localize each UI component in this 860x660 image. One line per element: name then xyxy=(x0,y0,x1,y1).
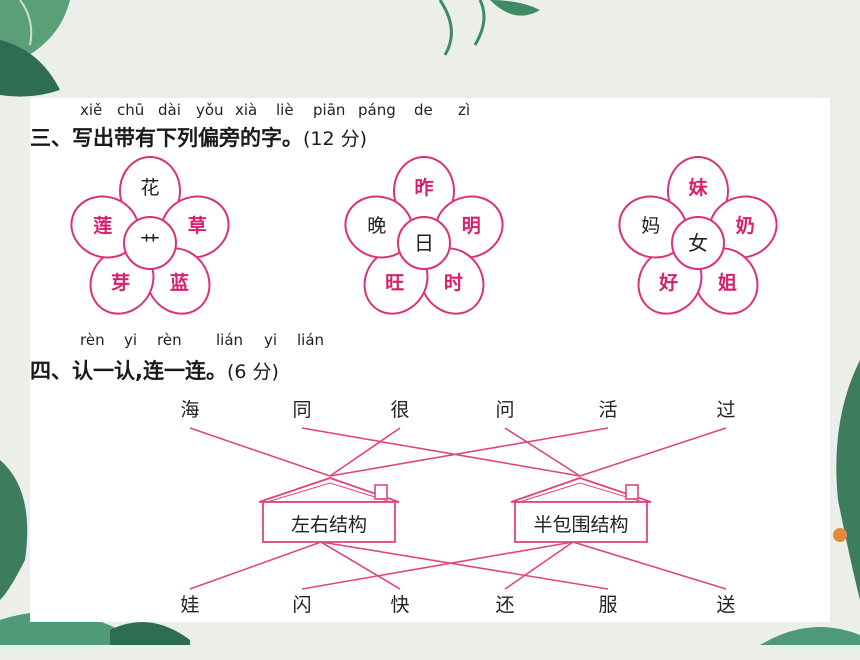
flower-2-petal-char-3: 好 xyxy=(659,271,679,294)
leaf-decoration-top-right xyxy=(490,0,540,16)
bottom-word-4: 服 xyxy=(598,594,618,616)
flower-0-center xyxy=(123,216,177,270)
flower-2-petal-char-2: 姐 xyxy=(717,271,737,294)
section4-pinyin-5: lián xyxy=(297,331,325,349)
flower-0-petal-char-3: 芽 xyxy=(111,271,131,294)
top-word-2: 很 xyxy=(390,399,410,421)
section4-pinyin-4: yi xyxy=(264,331,278,349)
section4-pinyin-2: rèn xyxy=(157,331,182,349)
section3-pinyin-1: chū xyxy=(117,101,145,119)
flower-0-petal-char-0: 花 xyxy=(140,177,160,200)
section3-pinyin-9: zì xyxy=(458,101,471,119)
section3-heading: 三、写出带有下列偏旁的字。(12 分) xyxy=(30,122,367,152)
section3-score: (12 分) xyxy=(303,128,368,150)
bottom-word-2: 快 xyxy=(390,594,410,616)
leaf-decoration-left xyxy=(0,460,28,600)
section3-pinyin-4: xià xyxy=(235,101,258,119)
section3-pinyin-8: de xyxy=(414,101,433,119)
house-0-label: 左右结构 xyxy=(290,514,367,536)
leaf-decoration-bottom-right xyxy=(760,627,860,645)
section4-title: 四、认一认,连一连。 xyxy=(30,359,227,383)
section4-pinyin-3: lián xyxy=(216,331,244,349)
flower-1-center xyxy=(397,216,451,270)
top-word-0: 海 xyxy=(180,399,200,421)
bottom-word-5: 送 xyxy=(716,594,736,616)
section3-pinyin-5: liè xyxy=(276,101,294,119)
leaf-decoration-top-left xyxy=(0,0,70,97)
section3-pinyin-6: piān xyxy=(313,101,346,119)
section3-pinyin-2: dài xyxy=(158,101,181,119)
section4-pinyin-0: rèn xyxy=(80,331,105,349)
flower-0-petal-char-4: 莲 xyxy=(93,215,113,238)
flower-1-radical: 日 xyxy=(414,231,434,255)
flower-2-center xyxy=(671,216,725,270)
flower-0-petal-char-1: 草 xyxy=(187,215,207,238)
leaf-decoration-top-center xyxy=(438,0,486,56)
flower-1-petal-char-2: 时 xyxy=(443,271,463,294)
flower-2-petal-char-4: 妈 xyxy=(641,215,661,238)
section3-pinyin-0: xiě xyxy=(80,101,103,119)
top-word-4: 活 xyxy=(598,399,618,421)
bottom-word-1: 闪 xyxy=(292,594,312,616)
bottom-word-0: 娃 xyxy=(180,594,200,616)
flower-1-petal-char-0: 昨 xyxy=(414,177,434,200)
top-word-5: 过 xyxy=(716,399,736,421)
section3-pinyin-7: páng xyxy=(358,101,396,119)
section4-pinyin-1: yi xyxy=(124,331,138,349)
flower-0-radical: 艹 xyxy=(140,231,160,255)
flower-2-petal-char-0: 妹 xyxy=(688,177,708,200)
leaf-decoration-right xyxy=(833,360,860,600)
section3-pinyin-3: yǒu xyxy=(196,101,224,119)
flower-2-radical: 女 xyxy=(688,231,708,255)
flower-1-petal-char-1: 明 xyxy=(461,215,481,238)
section4-heading: 四、认一认,连一连。(6 分) xyxy=(30,355,279,385)
flower-2-petal-char-1: 奶 xyxy=(735,215,755,238)
flower-1-petal-char-4: 晚 xyxy=(367,215,387,238)
bottom-word-3: 还 xyxy=(495,594,515,616)
top-word-3: 问 xyxy=(495,399,515,421)
top-word-1: 同 xyxy=(292,399,312,421)
section3-title: 三、写出带有下列偏旁的字。 xyxy=(30,126,303,150)
flower-1-petal-char-3: 旺 xyxy=(385,271,405,294)
flower-0-petal-char-2: 蓝 xyxy=(169,271,189,294)
section4-score: (6 分) xyxy=(226,361,279,383)
house-1-label: 半包围结构 xyxy=(533,514,629,536)
